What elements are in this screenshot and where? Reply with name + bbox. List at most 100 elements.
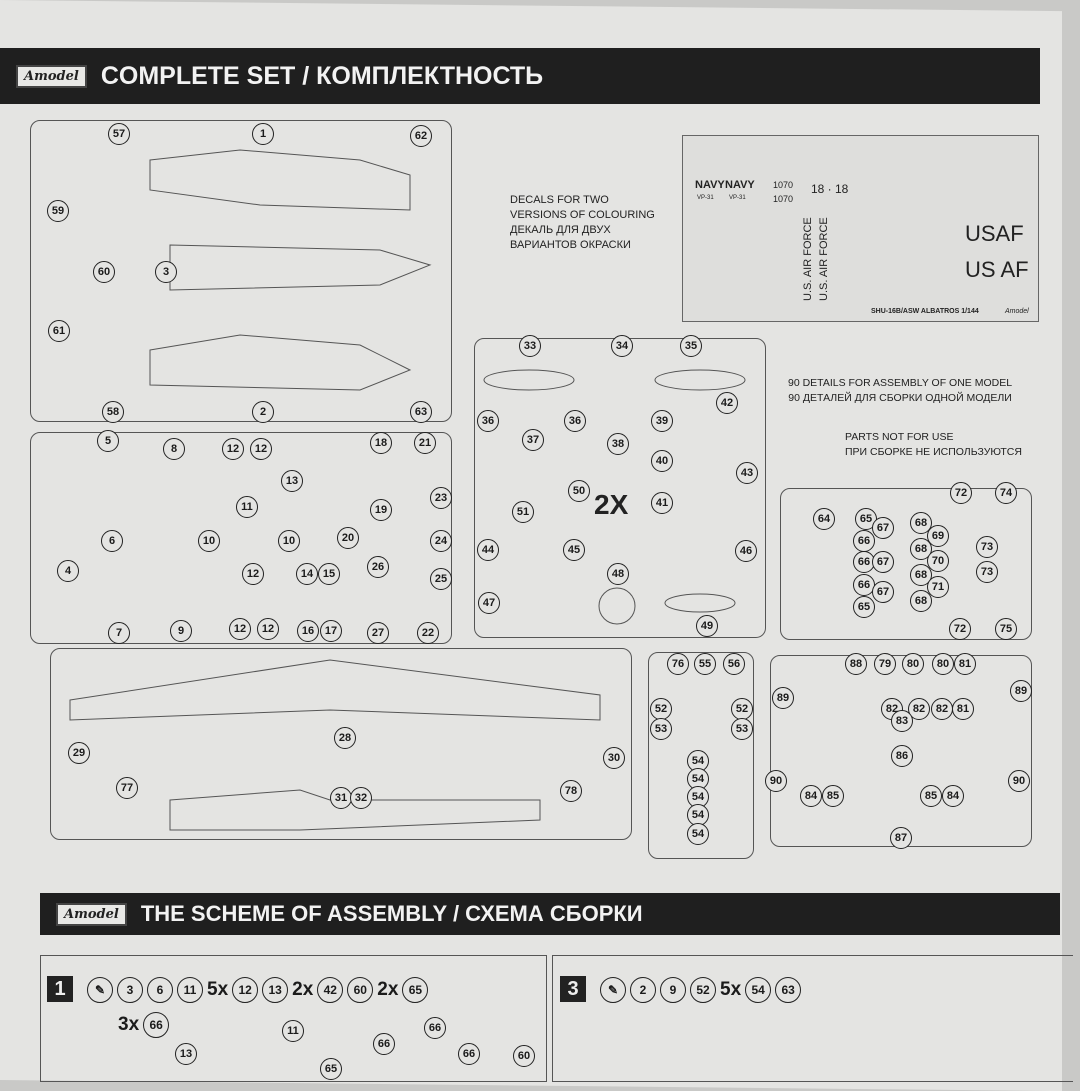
- note-line: PARTS NOT FOR USE: [845, 431, 954, 443]
- part-number-callout: 54: [687, 804, 709, 826]
- part-number-callout: 12: [250, 438, 272, 460]
- part-number-callout: 75: [995, 618, 1017, 640]
- part-number-callout: 69: [927, 525, 949, 547]
- part-number-callout: 54: [687, 768, 709, 790]
- decal-navy: NAVY: [725, 179, 755, 191]
- part-number-callout: 26: [367, 556, 389, 578]
- part-number-callout: 68: [910, 538, 932, 560]
- part-number-callout: 43: [736, 462, 758, 484]
- part-number-callout: 79: [874, 653, 896, 675]
- part-number-callout: 20: [337, 527, 359, 549]
- part-callout: 60: [347, 977, 374, 1003]
- part-callout: 65: [402, 977, 429, 1003]
- step-number: 1: [47, 976, 73, 1002]
- decal-sheet: NAVY NAVY VP-31 VP-31 1070 1070 18 · 18 …: [682, 135, 1039, 322]
- part-callout: 13: [262, 977, 289, 1003]
- part-number-callout: 67: [872, 517, 894, 539]
- part-callout: 66: [458, 1043, 480, 1065]
- part-number-callout: 59: [47, 200, 69, 222]
- part-callout: 52: [690, 977, 716, 1003]
- part-number-callout: 3: [155, 261, 177, 283]
- part-number-callout: 35: [680, 335, 702, 357]
- part-outlines: [69, 149, 746, 831]
- step-1-extra: 3x 66: [118, 1012, 170, 1038]
- section-title: COMPLETE SET / КОМПЛЕКТНОСТЬ: [100, 61, 544, 90]
- note-line: 90 DETAILS FOR ASSEMBLY OF ONE MODEL: [788, 377, 1013, 389]
- part-number-callout: 50: [568, 480, 590, 502]
- part-number-callout: 10: [198, 530, 220, 552]
- part-number-callout: 31: [330, 787, 352, 809]
- part-number-callout: 45: [563, 539, 585, 561]
- part-callout: 54: [745, 977, 772, 1003]
- decal-usaf: USAF: [965, 221, 1024, 246]
- part-number-callout: 6: [101, 530, 123, 552]
- glue-icon: ✎: [87, 977, 113, 1003]
- part-callout: 2: [630, 977, 656, 1003]
- part-number-callout: 38: [607, 433, 629, 455]
- part-number-callout: 9: [170, 620, 192, 642]
- part-number-callout: 51: [512, 501, 534, 523]
- part-number-callout: 86: [891, 745, 913, 767]
- part-number-callout: 40: [651, 450, 673, 472]
- part-number-callout: 54: [687, 823, 709, 845]
- part-number-callout: 47: [478, 592, 500, 614]
- part-number-callout: 88: [845, 653, 867, 675]
- part-number-callout: 18: [370, 432, 392, 454]
- part-number-callout: 29: [68, 742, 90, 764]
- multiplier: 2x: [377, 979, 399, 1000]
- note-line: DECALS FOR TWO: [510, 194, 609, 206]
- sprue-clear: [648, 652, 754, 859]
- part-number-callout: 11: [236, 496, 258, 518]
- decal-logo: Amodel: [1005, 308, 1029, 315]
- part-callout: 3: [117, 977, 143, 1003]
- part-number-callout: 87: [890, 827, 912, 849]
- part-number-callout: 54: [687, 750, 709, 772]
- part-callout: 66: [373, 1033, 395, 1055]
- part-number-callout: 90: [1008, 770, 1030, 792]
- part-number-callout: 81: [952, 698, 974, 720]
- part-number-callout: 7: [108, 622, 130, 644]
- sprue-fuselage: [30, 120, 452, 422]
- decal-number: 1070: [773, 194, 794, 204]
- part-number-callout: 58: [102, 401, 124, 423]
- part-callout: 66: [424, 1017, 446, 1039]
- part-number-callout: 44: [477, 539, 499, 561]
- part-number-callout: 82: [931, 698, 953, 720]
- part-number-callout: 48: [607, 563, 629, 585]
- part-number-callout: 30: [603, 747, 625, 769]
- part-number-callout: 64: [813, 508, 835, 530]
- step-number: 3: [560, 976, 586, 1002]
- part-callout: 60: [513, 1045, 535, 1067]
- section-title: THE SCHEME OF ASSEMBLY / СХЕМА СБОРКИ: [140, 901, 643, 926]
- part-callout: 42: [317, 977, 344, 1003]
- part-number-callout: 13: [281, 470, 303, 492]
- part-number-callout: 53: [731, 718, 753, 740]
- part-number-callout: 60: [93, 261, 115, 283]
- assembly-step-3: [552, 955, 1073, 1082]
- amodel-logo: Amodel: [56, 902, 127, 926]
- part-number-callout: 52: [650, 698, 672, 720]
- part-number-callout: 23: [430, 487, 452, 509]
- part-callout: 13: [175, 1043, 197, 1065]
- part-number-callout: 25: [430, 568, 452, 590]
- part-number-callout: 32: [350, 787, 372, 809]
- part-number-callout: 68: [910, 512, 932, 534]
- part-number-callout: 2: [252, 401, 274, 423]
- part-number-callout: 28: [334, 727, 356, 749]
- decal-squadron: VP-31: [729, 195, 746, 201]
- part-callout: 65: [320, 1058, 342, 1080]
- decal-tail-code: 18 · 18: [811, 182, 849, 196]
- part-number-callout: 53: [650, 718, 672, 740]
- decal-us-air-force: U.S. AIR FORCE: [802, 217, 814, 301]
- part-number-callout: 84: [942, 785, 964, 807]
- part-callout: 6: [147, 977, 173, 1003]
- part-callout: 12: [232, 977, 259, 1003]
- multiplier: 2x: [292, 979, 314, 1000]
- part-number-callout: 89: [772, 687, 794, 709]
- part-number-callout: 10: [278, 530, 300, 552]
- sprue-multiplier: 2X: [594, 489, 629, 520]
- part-number-callout: 71: [927, 576, 949, 598]
- part-number-callout: 55: [694, 653, 716, 675]
- part-number-callout: 39: [651, 410, 673, 432]
- unused-note: PARTS NOT FOR USE ПРИ СБОРКЕ НЕ ИСПОЛЬЗУ…: [845, 430, 1022, 460]
